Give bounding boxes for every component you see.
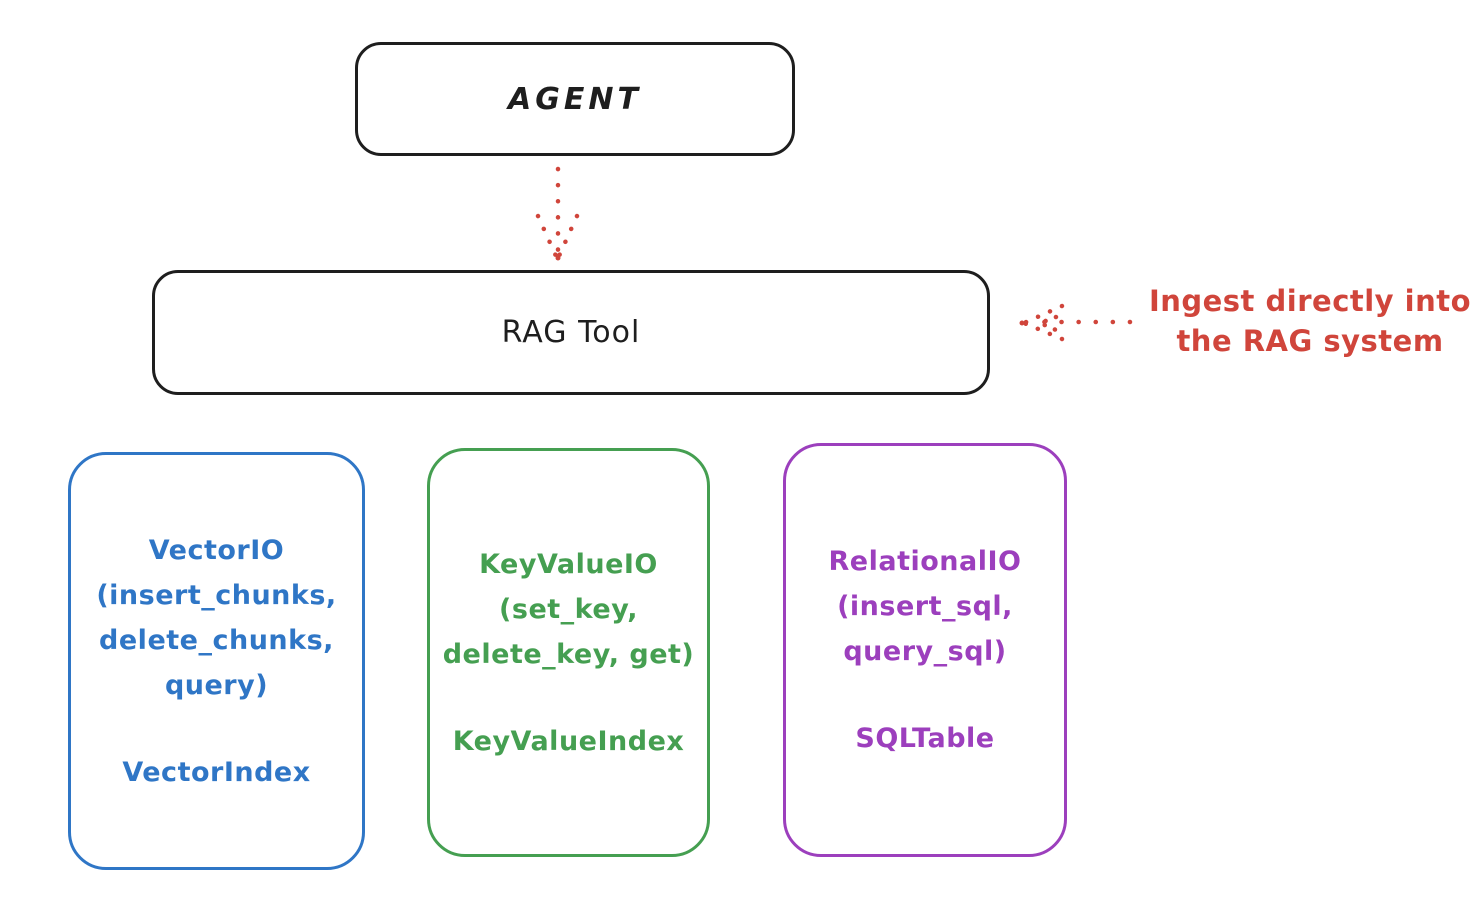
keyvalue-io-node: KeyValueIO (set_key, delete_key, get) Ke… bbox=[427, 448, 710, 857]
vector-io-node: VectorIO (insert_chunks, delete_chunks, … bbox=[68, 452, 365, 870]
relational-io-line: (insert_sql, bbox=[837, 591, 1013, 622]
keyvalue-index-label: KeyValueIndex bbox=[452, 725, 685, 757]
agent-node: AGENT bbox=[355, 42, 795, 156]
vector-index-label: VectorIndex bbox=[122, 756, 311, 788]
keyvalue-io-line: KeyValueIO bbox=[479, 548, 658, 580]
keyvalue-io-line: (set_key, bbox=[499, 593, 638, 625]
rag-tool-node: RAG Tool bbox=[152, 270, 990, 395]
ingest-arrow bbox=[1019, 303, 1133, 342]
ingest-annotation-line2: the RAG system bbox=[1176, 324, 1444, 358]
vector-io-line: delete_chunks, bbox=[99, 624, 334, 656]
relational-io-line: RelationalIO bbox=[828, 546, 1022, 577]
keyvalue-io-line: delete_key, get) bbox=[442, 638, 695, 670]
vector-io-line: VectorIO bbox=[148, 534, 285, 566]
ingest-annotation-line1: Ingest directly into bbox=[1148, 284, 1472, 318]
agent-to-ragtool-arrow bbox=[535, 166, 580, 261]
vector-io-line: query) bbox=[164, 669, 269, 701]
agent-label: AGENT bbox=[508, 81, 642, 117]
vector-io-line: (insert_chunks, bbox=[96, 579, 337, 611]
ingest-annotation: Ingest directly into the RAG system bbox=[1140, 281, 1480, 361]
sql-table-label: SQLTable bbox=[855, 723, 995, 754]
relational-io-node: RelationalIO (insert_sql, query_sql) SQL… bbox=[783, 443, 1067, 857]
rag-tool-label: RAG Tool bbox=[501, 315, 641, 350]
relational-io-line: query_sql) bbox=[843, 636, 1007, 667]
